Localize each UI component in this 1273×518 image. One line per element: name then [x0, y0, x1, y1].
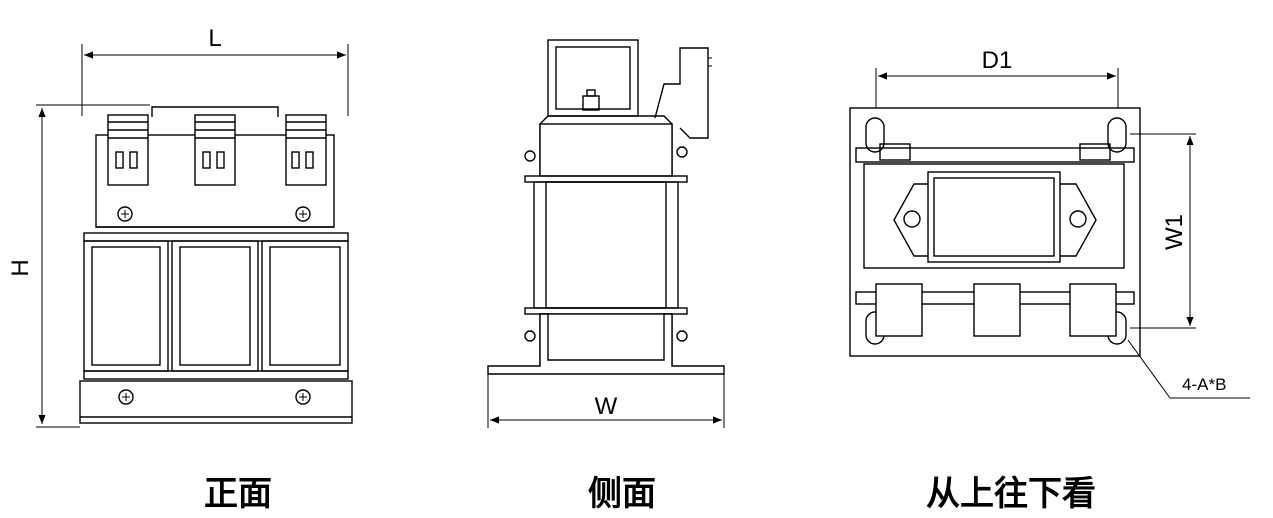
- front-view-title: 正面: [204, 474, 272, 514]
- screw-icon: [295, 389, 311, 405]
- holes-leader-line: [1127, 339, 1171, 399]
- screw-icon: [295, 206, 311, 222]
- length-dimension-label: L: [208, 25, 221, 52]
- screw-icon: [118, 389, 134, 405]
- bolt-icon: [524, 330, 536, 342]
- nut-icon: [903, 210, 921, 228]
- height-dimension-label: H: [7, 259, 34, 276]
- front-view: L H: [7, 25, 353, 514]
- bolt-icon: [676, 146, 688, 158]
- front-base-plate: [79, 380, 353, 424]
- holes-dimension-label: 4-A*B: [1182, 375, 1226, 394]
- mounting-slot: [1107, 117, 1127, 153]
- bolt-icon: [676, 330, 688, 342]
- bolt-icon: [524, 150, 536, 162]
- side-terminal-box: [547, 39, 639, 117]
- terminal-icon: [973, 283, 1021, 337]
- width-dimension-label: W: [595, 393, 618, 420]
- depth-dimension-label: D1: [982, 47, 1013, 74]
- w1-dimension-label: W1: [1161, 214, 1188, 250]
- terminal-icon: [1069, 283, 1117, 337]
- mounting-slot: [865, 117, 885, 153]
- terminal-blocks: [107, 114, 327, 186]
- screw-icon: [117, 206, 133, 222]
- nut-icon: [1069, 210, 1087, 228]
- top-view-title: 从上往下看: [926, 474, 1096, 514]
- side-view: W 侧面: [487, 39, 725, 514]
- side-view-title: 侧面: [588, 474, 656, 514]
- coils: [83, 240, 349, 372]
- top-view: D1 W1 4-A*B 从上往下看: [849, 47, 1250, 514]
- terminal-icon: [875, 283, 923, 337]
